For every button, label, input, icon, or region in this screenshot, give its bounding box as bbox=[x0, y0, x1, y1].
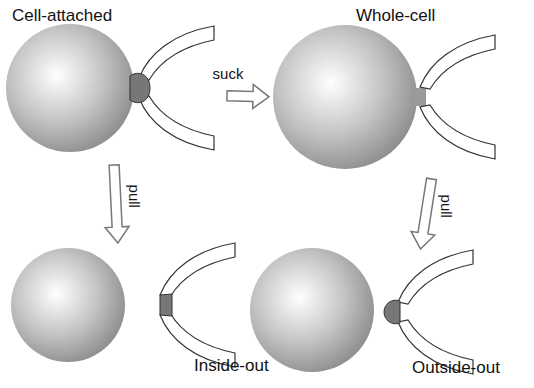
cell bbox=[250, 248, 374, 372]
pipette bbox=[398, 250, 473, 374]
membrane-patch bbox=[160, 294, 172, 316]
cell bbox=[11, 248, 125, 362]
configuration-label: Outside-out bbox=[412, 358, 500, 378]
cell bbox=[273, 25, 417, 169]
configuration-label: Inside-out bbox=[194, 356, 269, 376]
cell bbox=[6, 24, 134, 152]
configuration-group: Whole-cell bbox=[272, 4, 530, 176]
configuration-label: Cell-attached bbox=[12, 6, 112, 26]
arrow-label: suck bbox=[213, 66, 244, 83]
configuration-group: Outside-out bbox=[248, 252, 530, 384]
configuration-label: Whole-cell bbox=[356, 6, 435, 26]
configuration-group: Inside-out bbox=[8, 246, 270, 384]
pipette bbox=[420, 35, 495, 159]
membrane-vesicle bbox=[384, 300, 400, 324]
pipette bbox=[160, 243, 235, 367]
membrane-patch bbox=[130, 73, 150, 102]
block-arrow bbox=[411, 178, 436, 249]
block-arrow bbox=[105, 165, 129, 243]
configuration-group: Cell-attached bbox=[4, 4, 224, 162]
opening bbox=[414, 88, 426, 106]
arrow-label: pull bbox=[438, 194, 455, 217]
block-arrow bbox=[227, 84, 269, 108]
arrow-label: pull bbox=[126, 184, 143, 207]
